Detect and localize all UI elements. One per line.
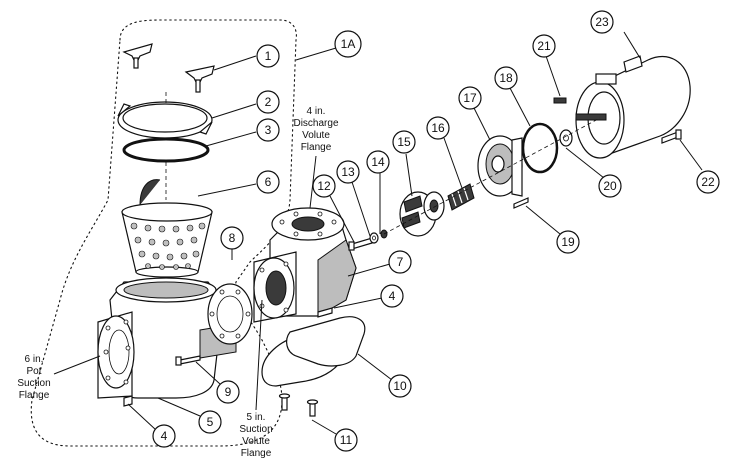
lid-knob-right — [184, 65, 215, 93]
callout-22: 22 — [696, 170, 720, 194]
pot-suction-flange — [97, 311, 135, 399]
svg-text:16: 16 — [431, 121, 445, 135]
svg-text:1: 1 — [265, 49, 272, 63]
seal-plate-screw — [513, 197, 529, 209]
svg-text:Suction: Suction — [17, 378, 50, 389]
svg-text:23: 23 — [595, 15, 609, 29]
motor — [575, 55, 691, 159]
svg-text:3: 3 — [265, 123, 272, 137]
callout-19: 19 — [556, 230, 580, 254]
svg-text:Flange: Flange — [241, 448, 272, 459]
pot-suction-flange-label: 6 in. Pot Suction Flange — [17, 354, 101, 401]
svg-text:19: 19 — [561, 235, 575, 249]
svg-text:15: 15 — [397, 135, 411, 149]
strainer-lid — [117, 101, 213, 139]
svg-text:17: 17 — [463, 91, 477, 105]
callout-5: 5 — [198, 410, 222, 434]
svg-text:Flange: Flange — [19, 390, 50, 401]
svg-text:13: 13 — [341, 165, 355, 179]
callout-16: 16 — [426, 116, 450, 140]
callout-13: 13 — [336, 160, 360, 184]
svg-text:22: 22 — [701, 175, 715, 189]
volute-suction-flange-label: 5 in. Suction Volute Flange — [239, 299, 273, 459]
svg-text:9: 9 — [225, 385, 232, 399]
callout-2: 2 — [256, 90, 280, 114]
callout-4-left: 4 — [152, 424, 176, 448]
svg-text:21: 21 — [537, 39, 551, 53]
callout-23: 23 — [590, 10, 614, 34]
callout-17: 17 — [458, 86, 482, 110]
strainer-assembly-boundary — [30, 19, 297, 447]
svg-text:12: 12 — [317, 179, 331, 193]
callout-18: 18 — [494, 66, 518, 90]
callout-1a: 1A — [334, 30, 362, 58]
svg-text:4: 4 — [161, 429, 168, 443]
svg-text:Discharge: Discharge — [293, 118, 338, 129]
callout-12: 12 — [312, 174, 336, 198]
svg-text:Volute: Volute — [302, 130, 330, 141]
shaft-key — [553, 97, 567, 104]
discharge-flange — [271, 207, 345, 241]
svg-text:2: 2 — [265, 95, 272, 109]
callout-7: 7 — [388, 250, 412, 274]
svg-text:4: 4 — [389, 289, 396, 303]
discharge-flange-label: 4 in. Discharge Volute Flange — [293, 106, 339, 209]
callout-9: 9 — [216, 380, 240, 404]
motor-bracket-cover — [286, 316, 366, 367]
svg-text:Suction: Suction — [239, 424, 272, 435]
svg-text:1A: 1A — [341, 37, 356, 51]
impeller-spring — [447, 183, 475, 211]
svg-text:6 in.: 6 in. — [25, 354, 44, 365]
svg-text:7: 7 — [397, 255, 404, 269]
callout-15: 15 — [392, 130, 416, 154]
lid-o-ring — [122, 137, 210, 163]
shaft-washer — [559, 129, 573, 147]
callout-3: 3 — [256, 118, 280, 142]
callout-6: 6 — [256, 170, 280, 194]
svg-text:6: 6 — [265, 175, 272, 189]
seal-plate-o-ring — [521, 122, 559, 174]
callout-11: 11 — [334, 428, 358, 452]
svg-text:14: 14 — [371, 155, 385, 169]
svg-text:4 in.: 4 in. — [307, 106, 326, 117]
svg-text:8: 8 — [229, 231, 236, 245]
pot-bolt — [175, 355, 201, 366]
callout-20: 20 — [598, 174, 622, 198]
svg-text:11: 11 — [340, 433, 353, 447]
seal-plate — [477, 135, 523, 197]
svg-text:5 in.: 5 in. — [247, 412, 266, 423]
volute-bracket-bolt — [317, 307, 333, 318]
callout-1: 1 — [256, 44, 280, 68]
svg-text:20: 20 — [603, 179, 617, 193]
callout-21: 21 — [532, 34, 556, 58]
washer — [369, 232, 379, 244]
impeller — [399, 191, 445, 237]
callout-4-center: 4 — [380, 284, 404, 308]
leader-lines — [127, 31, 703, 435]
motor-bolt — [661, 129, 682, 144]
foot-bolt-2 — [306, 399, 319, 417]
svg-text:18: 18 — [499, 71, 513, 85]
strainer-basket — [121, 179, 213, 278]
lid-knob-left — [122, 43, 153, 69]
svg-text:Volute: Volute — [242, 436, 270, 447]
pot-to-volute-gasket — [207, 283, 253, 345]
drain-plug-left — [123, 395, 133, 407]
pot-housing — [109, 277, 237, 399]
svg-text:Flange: Flange — [301, 142, 332, 153]
callout-10: 10 — [388, 374, 412, 398]
svg-text:5: 5 — [207, 415, 214, 429]
svg-text:10: 10 — [393, 379, 407, 393]
volute-suction-flange — [253, 251, 297, 323]
callout-14: 14 — [366, 150, 390, 174]
foot-bolt-1 — [278, 393, 291, 411]
svg-text:Pot: Pot — [26, 366, 41, 377]
callout-8: 8 — [220, 226, 244, 250]
